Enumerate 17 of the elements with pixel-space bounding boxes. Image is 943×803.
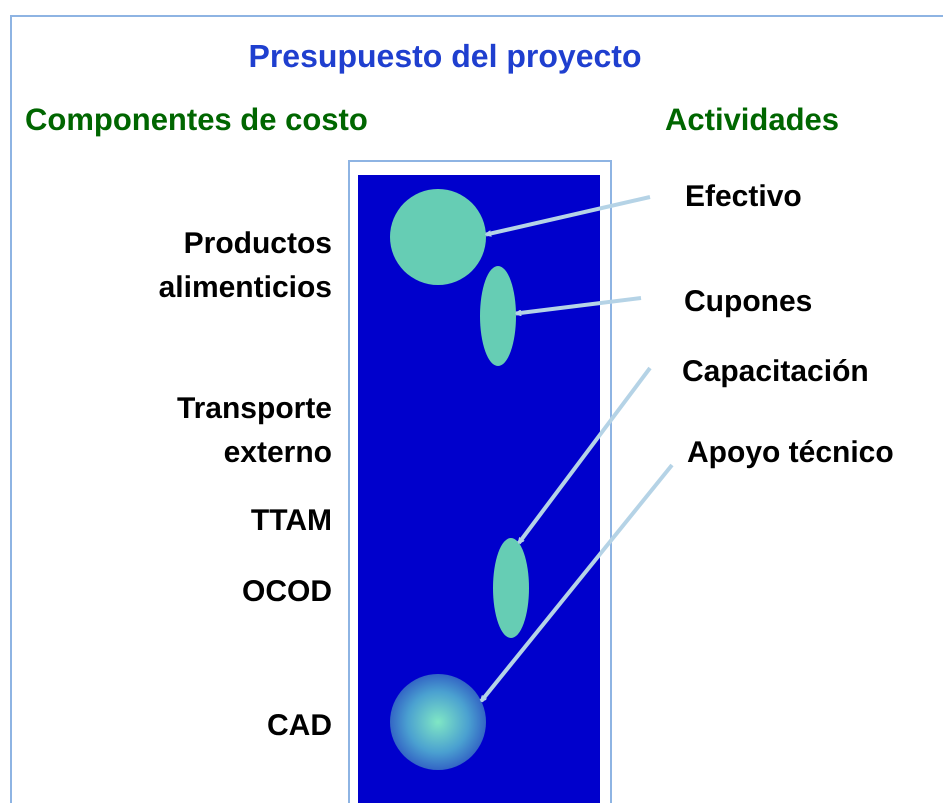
cost-label: Productos alimenticios <box>158 226 332 306</box>
cost-label: OCOD <box>241 574 332 610</box>
activity-label: Capacitación <box>650 350 912 394</box>
arrow <box>517 366 652 544</box>
cost-label: TTAM <box>250 503 332 539</box>
cost-label: Transporte externo <box>176 391 332 471</box>
activity-label: Apoyo técnico <box>672 431 940 475</box>
title: Presupuesto del proyecto <box>248 37 642 76</box>
activity-label: Cupones <box>641 280 841 324</box>
arrow <box>484 195 650 237</box>
cost-ellipse <box>493 538 529 638</box>
column-heading: Componentes de costo <box>25 101 369 139</box>
arrow <box>480 464 674 702</box>
cost-label: CAD <box>266 708 332 744</box>
activity-label: Efectivo <box>650 175 850 219</box>
arrow <box>514 296 642 316</box>
column-heading: Actividades <box>665 101 840 139</box>
